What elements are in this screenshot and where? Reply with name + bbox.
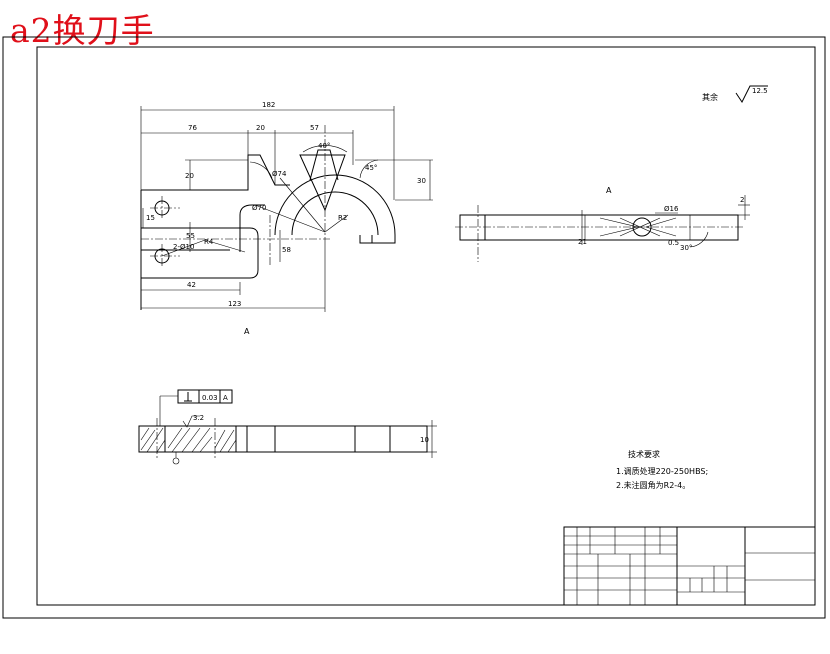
dim-2: 2 xyxy=(740,196,744,204)
dim-angle-30: 30° xyxy=(680,244,692,252)
dim-21: 21 xyxy=(578,238,587,246)
side-view: 10 0.03 A 3.2 xyxy=(138,389,437,465)
tech-item-2: 2.未注圆角为R2-4。 xyxy=(616,480,690,490)
roughness-label: 其余 xyxy=(702,92,718,102)
dim-r4: R4 xyxy=(204,238,214,246)
roughness-symbol: 其余 12.5 xyxy=(702,85,768,103)
outer-border xyxy=(2,36,826,619)
dim-30: 30 xyxy=(417,177,426,185)
dim-57: 57 xyxy=(310,124,319,132)
drawing-title: a2换刀手 xyxy=(10,11,155,50)
inner-border xyxy=(36,46,816,606)
dim-58: 58 xyxy=(282,246,291,254)
view-label-a: A xyxy=(606,186,612,195)
tol-datum: A xyxy=(223,394,228,402)
dim-dia-74: Ø74 xyxy=(272,170,287,178)
dim-thickness: 10 xyxy=(420,436,429,444)
tech-heading: 技术要求 xyxy=(628,449,660,459)
dim-15: 15 xyxy=(146,214,155,222)
dim-r2: R2 xyxy=(338,214,347,222)
tech-item-1: 1.调质处理220-250HBS; xyxy=(616,466,708,476)
dim-dia-16: Ø16 xyxy=(664,205,679,213)
title-block xyxy=(563,526,816,606)
dim-182: 182 xyxy=(262,101,275,109)
dim-holes: 2-Ø10 xyxy=(173,243,194,251)
section-view-a: A Ø16 2 21 0.5 30° xyxy=(455,186,750,262)
dim-42: 42 xyxy=(187,281,196,289)
tech-requirements: 技术要求 1.调质处理220-250HBS; 2.未注圆角为R2-4。 xyxy=(616,449,708,490)
section-label-a: A xyxy=(244,327,250,336)
front-view: 182 76 20 57 40° 45° 20 30 15 Ø74 Ø70 R2… xyxy=(140,101,433,312)
dim-angle-45: 45° xyxy=(365,164,377,172)
small-roughness: 3.2 xyxy=(193,414,204,422)
dim-123: 123 xyxy=(228,300,241,308)
dim-55: 55 xyxy=(186,232,195,240)
dim-76: 76 xyxy=(188,124,197,132)
tol-value: 0.03 xyxy=(202,394,218,402)
dim-20: 20 xyxy=(256,124,265,132)
dim-angle-40: 40° xyxy=(318,142,330,150)
dim-dia-70: Ø70 xyxy=(252,204,266,212)
dim-0-5: 0.5 xyxy=(668,239,679,247)
dim-20-height: 20 xyxy=(185,172,194,180)
roughness-value: 12.5 xyxy=(752,87,768,95)
